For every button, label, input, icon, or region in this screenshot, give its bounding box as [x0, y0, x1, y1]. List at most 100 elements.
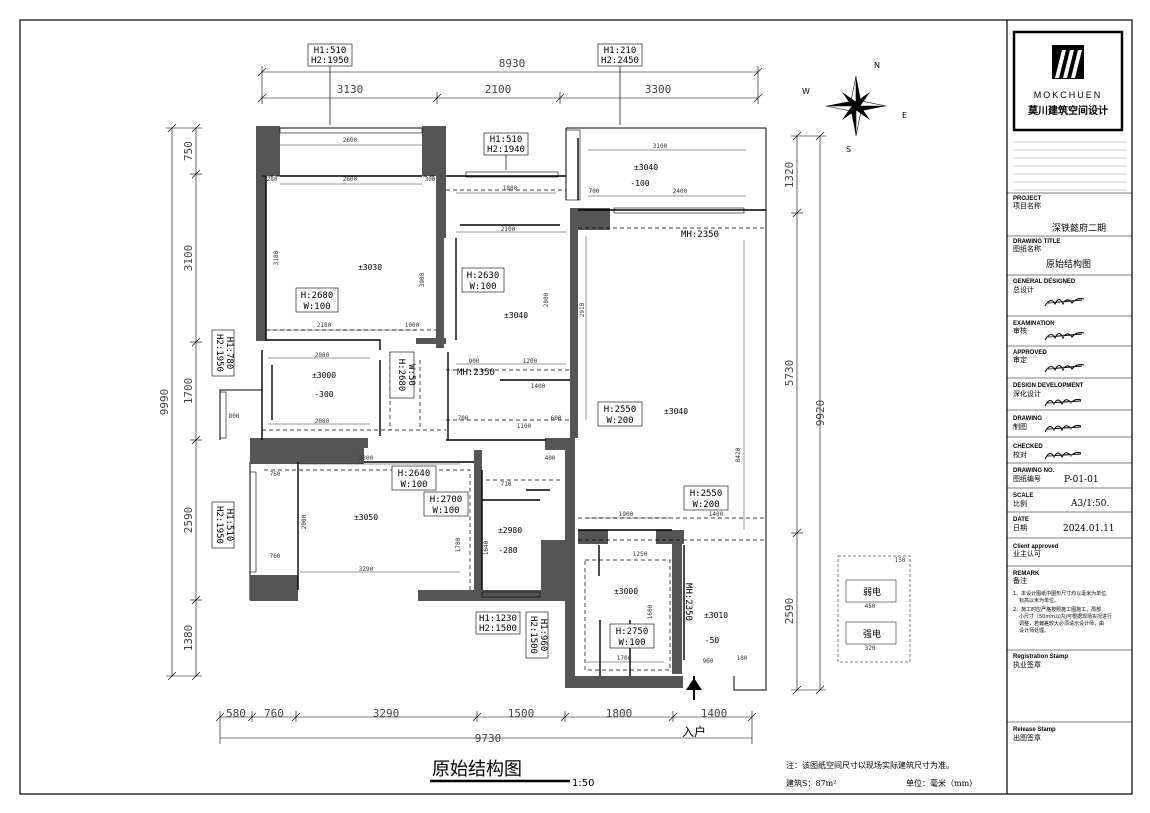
window-sill-height: H1:780: [224, 337, 234, 370]
room-dim: 710: [501, 481, 512, 488]
door-width: W:200: [606, 416, 633, 426]
client-label: Client approved: [1013, 544, 1059, 550]
window-head-height: H2:1500: [479, 624, 517, 634]
dimension-lines: [166, 66, 826, 744]
general-cn: 总设计: [1013, 285, 1034, 294]
drawing-no-value: P-01-01: [1064, 475, 1099, 485]
room-dim: 1250: [633, 551, 648, 558]
room-dim: 1600: [647, 604, 654, 619]
date-value: 2024.01.11: [1063, 524, 1115, 534]
room-dim: 1400: [531, 383, 546, 390]
floor-level: ±3000: [614, 587, 638, 596]
door-width: W:100: [432, 506, 459, 516]
title-block: MOKCHUEN 莫川建筑空间设计 PROJECT 项目名称 深铁懿府二期 DR…: [1006, 20, 1132, 794]
client-cn: 业主认可: [1013, 549, 1041, 558]
weak-current-label: 弱电: [863, 586, 881, 598]
scale-value: A3/1:50.: [1070, 499, 1109, 509]
general-label: GENERAL DESIGNED: [1013, 279, 1076, 285]
room-dim: 280: [267, 176, 278, 183]
dim-left-segment: 1700: [182, 378, 195, 405]
floor-level: ±3030: [358, 263, 382, 272]
window-head-height: H2:1950: [214, 506, 224, 544]
approved-cn: 审定: [1013, 355, 1027, 364]
room-dim: 700: [589, 188, 600, 195]
dim-left-segment: 1380: [182, 625, 195, 652]
dim-left-segment: 2590: [182, 507, 195, 534]
examination-label: EXAMINATION: [1013, 321, 1055, 327]
drawing-label: DRAWING: [1013, 416, 1042, 422]
dim-right-total: 9920: [814, 400, 827, 427]
window-head-height: H2:1940: [487, 145, 525, 155]
sheet-frame: [19, 19, 1133, 795]
dim-left-segment: 750: [182, 141, 195, 161]
project-cn: 项目名称: [1013, 201, 1041, 210]
room-dim: 700: [458, 415, 469, 422]
door-width: W:200: [692, 500, 719, 510]
room-dim: 960: [703, 658, 714, 665]
window-sill-height: H1:510: [490, 135, 523, 145]
window-head-height: H2:1500: [528, 616, 538, 654]
drawing-note: 注：该图纸空间尺寸以现场实际建筑尺寸为准。: [786, 760, 954, 770]
signature-general: [1044, 298, 1085, 307]
logo-text: MOKCHUEN: [1034, 90, 1103, 100]
drawing-title-value: 原始结构图: [1046, 258, 1091, 270]
room-dim: 450: [865, 603, 876, 610]
registration-label: Registration Stamp: [1013, 654, 1068, 660]
room-dim: 2180: [317, 322, 332, 329]
compass-w-label: W: [802, 87, 810, 96]
window-sill-height: H1:1230: [479, 614, 517, 624]
scale-cn: 比例: [1013, 499, 1027, 508]
room-dim: 1200: [523, 358, 538, 365]
floor-level: -300: [314, 390, 333, 399]
room-dim: 3100: [653, 143, 668, 150]
room-dim: 760: [270, 471, 281, 478]
door-height: H:2630: [467, 271, 500, 281]
windows: [219, 127, 745, 598]
room-dim: 800: [229, 413, 240, 420]
remark-label: REMARK: [1013, 571, 1040, 577]
door-height: H:2550: [604, 405, 637, 415]
room-dim: 1640: [483, 540, 490, 555]
drawing-title: 原始结构图: [432, 759, 522, 780]
dim-bottom-segment: 760: [264, 707, 284, 720]
door-height: H:2750: [616, 627, 649, 637]
compass-icon: [825, 75, 887, 137]
room-dim: 2600: [343, 137, 358, 144]
window-head-height: H2:1950: [214, 334, 224, 372]
signature-checked: [1044, 451, 1082, 460]
room-dim: 1780: [455, 537, 462, 552]
dim-left-segment: 3100: [182, 245, 195, 272]
door-height: H:2640: [398, 469, 431, 479]
room-dim: 3180: [273, 250, 280, 265]
beam-height: MH:2350: [683, 583, 693, 621]
remark-line: 调整，若偏差较大必须请示设计师，由: [1019, 620, 1104, 627]
interior-walls: [261, 138, 766, 676]
dim-bottom-segment: 1500: [508, 707, 535, 720]
remark-line: 1、本设计图纸中图形尺寸均以毫米为单位,: [1013, 590, 1108, 597]
dim-bottom-segment: 1400: [701, 707, 728, 720]
window-sill-height: H1:510: [224, 509, 234, 542]
dim-left-total: 9990: [158, 389, 171, 416]
signature-approved: [1044, 364, 1085, 373]
signature-design-dev: [1044, 398, 1082, 407]
room-dim: 1000: [405, 322, 420, 329]
window-sill-height: H1:510: [314, 46, 347, 56]
entry-arrow-icon: [686, 676, 702, 700]
date-label: DATE: [1013, 517, 1029, 523]
room-dim: 600: [551, 415, 562, 422]
project-label: PROJECT: [1013, 196, 1042, 202]
dim-top-total: 8930: [499, 57, 526, 70]
project-value: 深铁懿府二期: [1052, 222, 1106, 234]
examination-cn: 审核: [1013, 326, 1027, 335]
dim-top-segment: 3130: [337, 83, 364, 96]
drawing-no-label: DRAWING NO.: [1013, 468, 1055, 474]
room-dim: 1800: [503, 185, 518, 192]
checked-label: CHECKED: [1013, 444, 1043, 450]
unit-note: 单位：毫米（mm）: [906, 778, 977, 788]
room-dim: 2080: [315, 418, 330, 425]
dim-top-segment: 2100: [485, 83, 512, 96]
room-dim: 8420: [735, 447, 742, 462]
building-area: 建筑S：87m²: [786, 778, 836, 788]
release-cn: 出图签章: [1013, 733, 1041, 742]
